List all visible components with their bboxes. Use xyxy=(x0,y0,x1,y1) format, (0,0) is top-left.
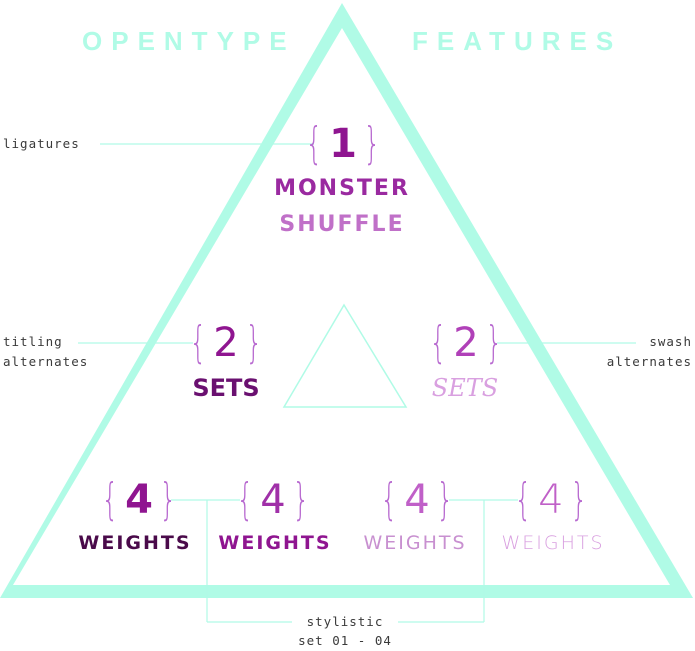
titling-count-badge: { 2 } xyxy=(189,317,263,368)
outer-triangle-inner-cutout xyxy=(13,28,670,585)
brace-close: } xyxy=(245,317,263,368)
label-titling-alternates: alternates xyxy=(3,354,89,369)
brace-close: } xyxy=(570,474,588,525)
title-features: FEATURES xyxy=(412,26,623,56)
swash-sample-sets: SETS xyxy=(431,374,499,402)
label-swash-alternates: alternates xyxy=(606,354,692,369)
label-titling: titling xyxy=(3,334,63,349)
ss02-count-badge: { 4 } xyxy=(236,474,310,525)
ss02-count: 4 xyxy=(260,477,286,523)
label-stylistic: stylistic xyxy=(306,614,384,629)
brace-open: { xyxy=(189,317,207,368)
ligatures-count-badge: { 1 } xyxy=(306,119,381,169)
brace-close: } xyxy=(292,474,310,525)
ss03-count: 4 xyxy=(404,477,430,523)
brace-close: } xyxy=(159,474,177,525)
ss03-sample-weights: WEIGHTS xyxy=(363,532,467,554)
brace-open: { xyxy=(101,474,119,525)
ligatures-sample-monster: MONSTER xyxy=(274,176,410,201)
brace-open: { xyxy=(514,474,532,525)
titling-sample-sets: SETS xyxy=(192,374,260,402)
ligatures-sample-shuffle: SHUFFLE xyxy=(279,212,405,237)
title-opentype: OPENTYPE xyxy=(82,26,296,56)
ligatures-count: 1 xyxy=(329,121,357,167)
label-stylistic-set-range: set 01 - 04 xyxy=(298,633,392,648)
ss04-sample-weights: WEIGHTS xyxy=(501,532,605,554)
ss01-sample-weights: WEIGHTS xyxy=(78,532,192,554)
ss02-sample-weights: WEIGHTS xyxy=(218,532,332,554)
titling-count: 2 xyxy=(213,320,239,366)
brace-open: { xyxy=(305,118,323,169)
label-ligatures: ligatures xyxy=(3,136,80,151)
label-swash: swash xyxy=(649,334,692,349)
brace-close: } xyxy=(363,118,381,169)
brace-close: } xyxy=(485,317,503,368)
ss04-count-badge: { 4 } xyxy=(514,474,588,525)
brace-open: { xyxy=(380,474,398,525)
inner-triangle xyxy=(282,303,408,408)
ss01-count: 4 xyxy=(125,477,153,523)
brace-close: } xyxy=(436,474,454,525)
brace-open: { xyxy=(236,474,254,525)
ss03-count-badge: { 4 } xyxy=(380,474,454,525)
brace-open: { xyxy=(429,317,447,368)
ss01-count-badge: { 4 } xyxy=(102,475,177,525)
swash-count-badge: { 2 } xyxy=(429,317,503,368)
ss04-count: 4 xyxy=(538,477,564,523)
swash-count: 2 xyxy=(453,320,479,366)
